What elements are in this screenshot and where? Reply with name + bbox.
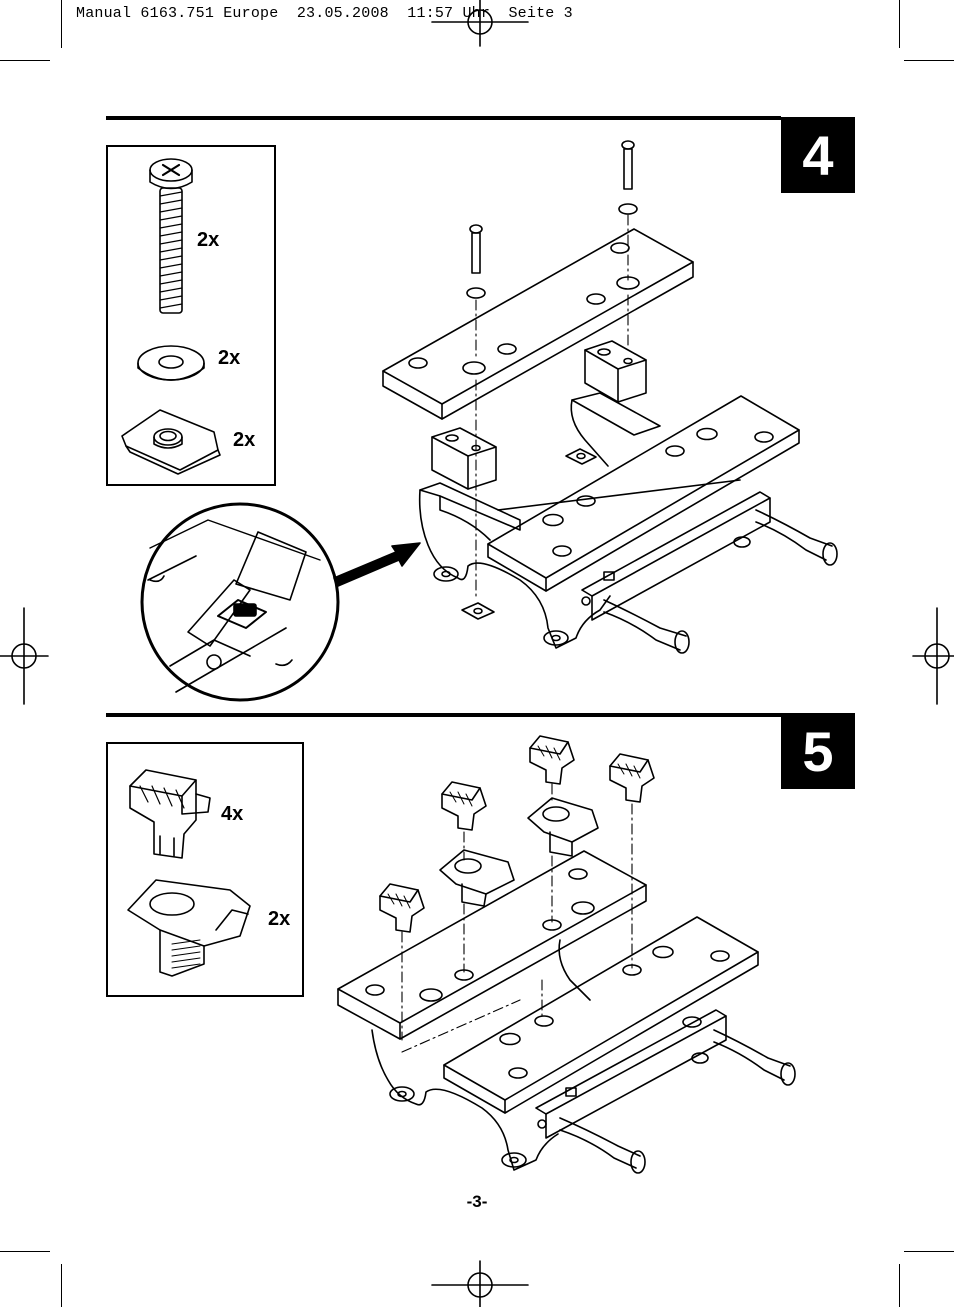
- step5-jaw-1: [439, 849, 515, 907]
- step5-number: 5: [781, 713, 855, 789]
- step4-rule: [106, 116, 781, 120]
- washer-icon: [137, 345, 205, 381]
- step5-peg-1: [379, 883, 425, 933]
- step5-peg-3: [529, 735, 575, 785]
- step5-bench-body: [371, 939, 709, 1171]
- registration-mark-bottom: [431, 1260, 529, 1307]
- step5-peg-qty: 4x: [221, 803, 244, 825]
- step4-screw-right-icon: [618, 140, 638, 215]
- nut-clip-icon: [121, 409, 221, 475]
- registration-mark-top: [431, 0, 529, 47]
- step4-nut-clip-left: [461, 602, 495, 620]
- step5-handle-back: [713, 1029, 796, 1086]
- step4-nut-clip-right: [565, 448, 597, 465]
- page-number: -3-: [466, 1192, 488, 1211]
- step4-clip-qty: 2x: [233, 429, 256, 451]
- step4-screw-qty: 2x: [197, 229, 220, 251]
- step4-front-board: [487, 395, 800, 592]
- print-header: Manual 6163.751 Europe 23.05.2008 11:57 …: [76, 5, 573, 22]
- step4-top-board: [382, 228, 694, 420]
- step5-front-board: [443, 916, 759, 1114]
- swivel-jaw-icon: [127, 879, 251, 977]
- step5-rule: [106, 713, 781, 717]
- step5-jaw-qty: 2x: [268, 908, 291, 930]
- step5-assembly: [337, 735, 796, 1174]
- step4-assembly: [333, 140, 838, 654]
- step5-peg-2: [441, 781, 487, 831]
- registration-mark-left: [0, 607, 49, 705]
- step4-handle-back: [755, 509, 838, 566]
- step4-handle-front: [603, 599, 690, 654]
- step4-washer-qty: 2x: [218, 347, 241, 369]
- step4-block-right: [584, 340, 647, 403]
- step4-parts-box: [106, 145, 276, 486]
- step4-block-left: [431, 427, 497, 490]
- step4-bench-body: [418, 392, 751, 649]
- step5-handle-front: [559, 1117, 646, 1174]
- step5-clamp-bar: [535, 1009, 727, 1139]
- screw-icon: [149, 158, 193, 314]
- step4-clamp-bar: [581, 491, 771, 621]
- step5-peg-4: [609, 753, 655, 803]
- registration-mark-right: [912, 607, 954, 705]
- step4-screw-left-icon: [466, 224, 486, 299]
- step5-rear-board: [337, 850, 647, 1040]
- step5-parts-box: [106, 742, 304, 997]
- detail-zoom-circle: [140, 502, 340, 702]
- peg-icon: [129, 769, 211, 859]
- step4-number: 4: [781, 117, 855, 193]
- step5-jaw-2: [527, 797, 599, 857]
- direction-arrow-icon: [333, 542, 421, 587]
